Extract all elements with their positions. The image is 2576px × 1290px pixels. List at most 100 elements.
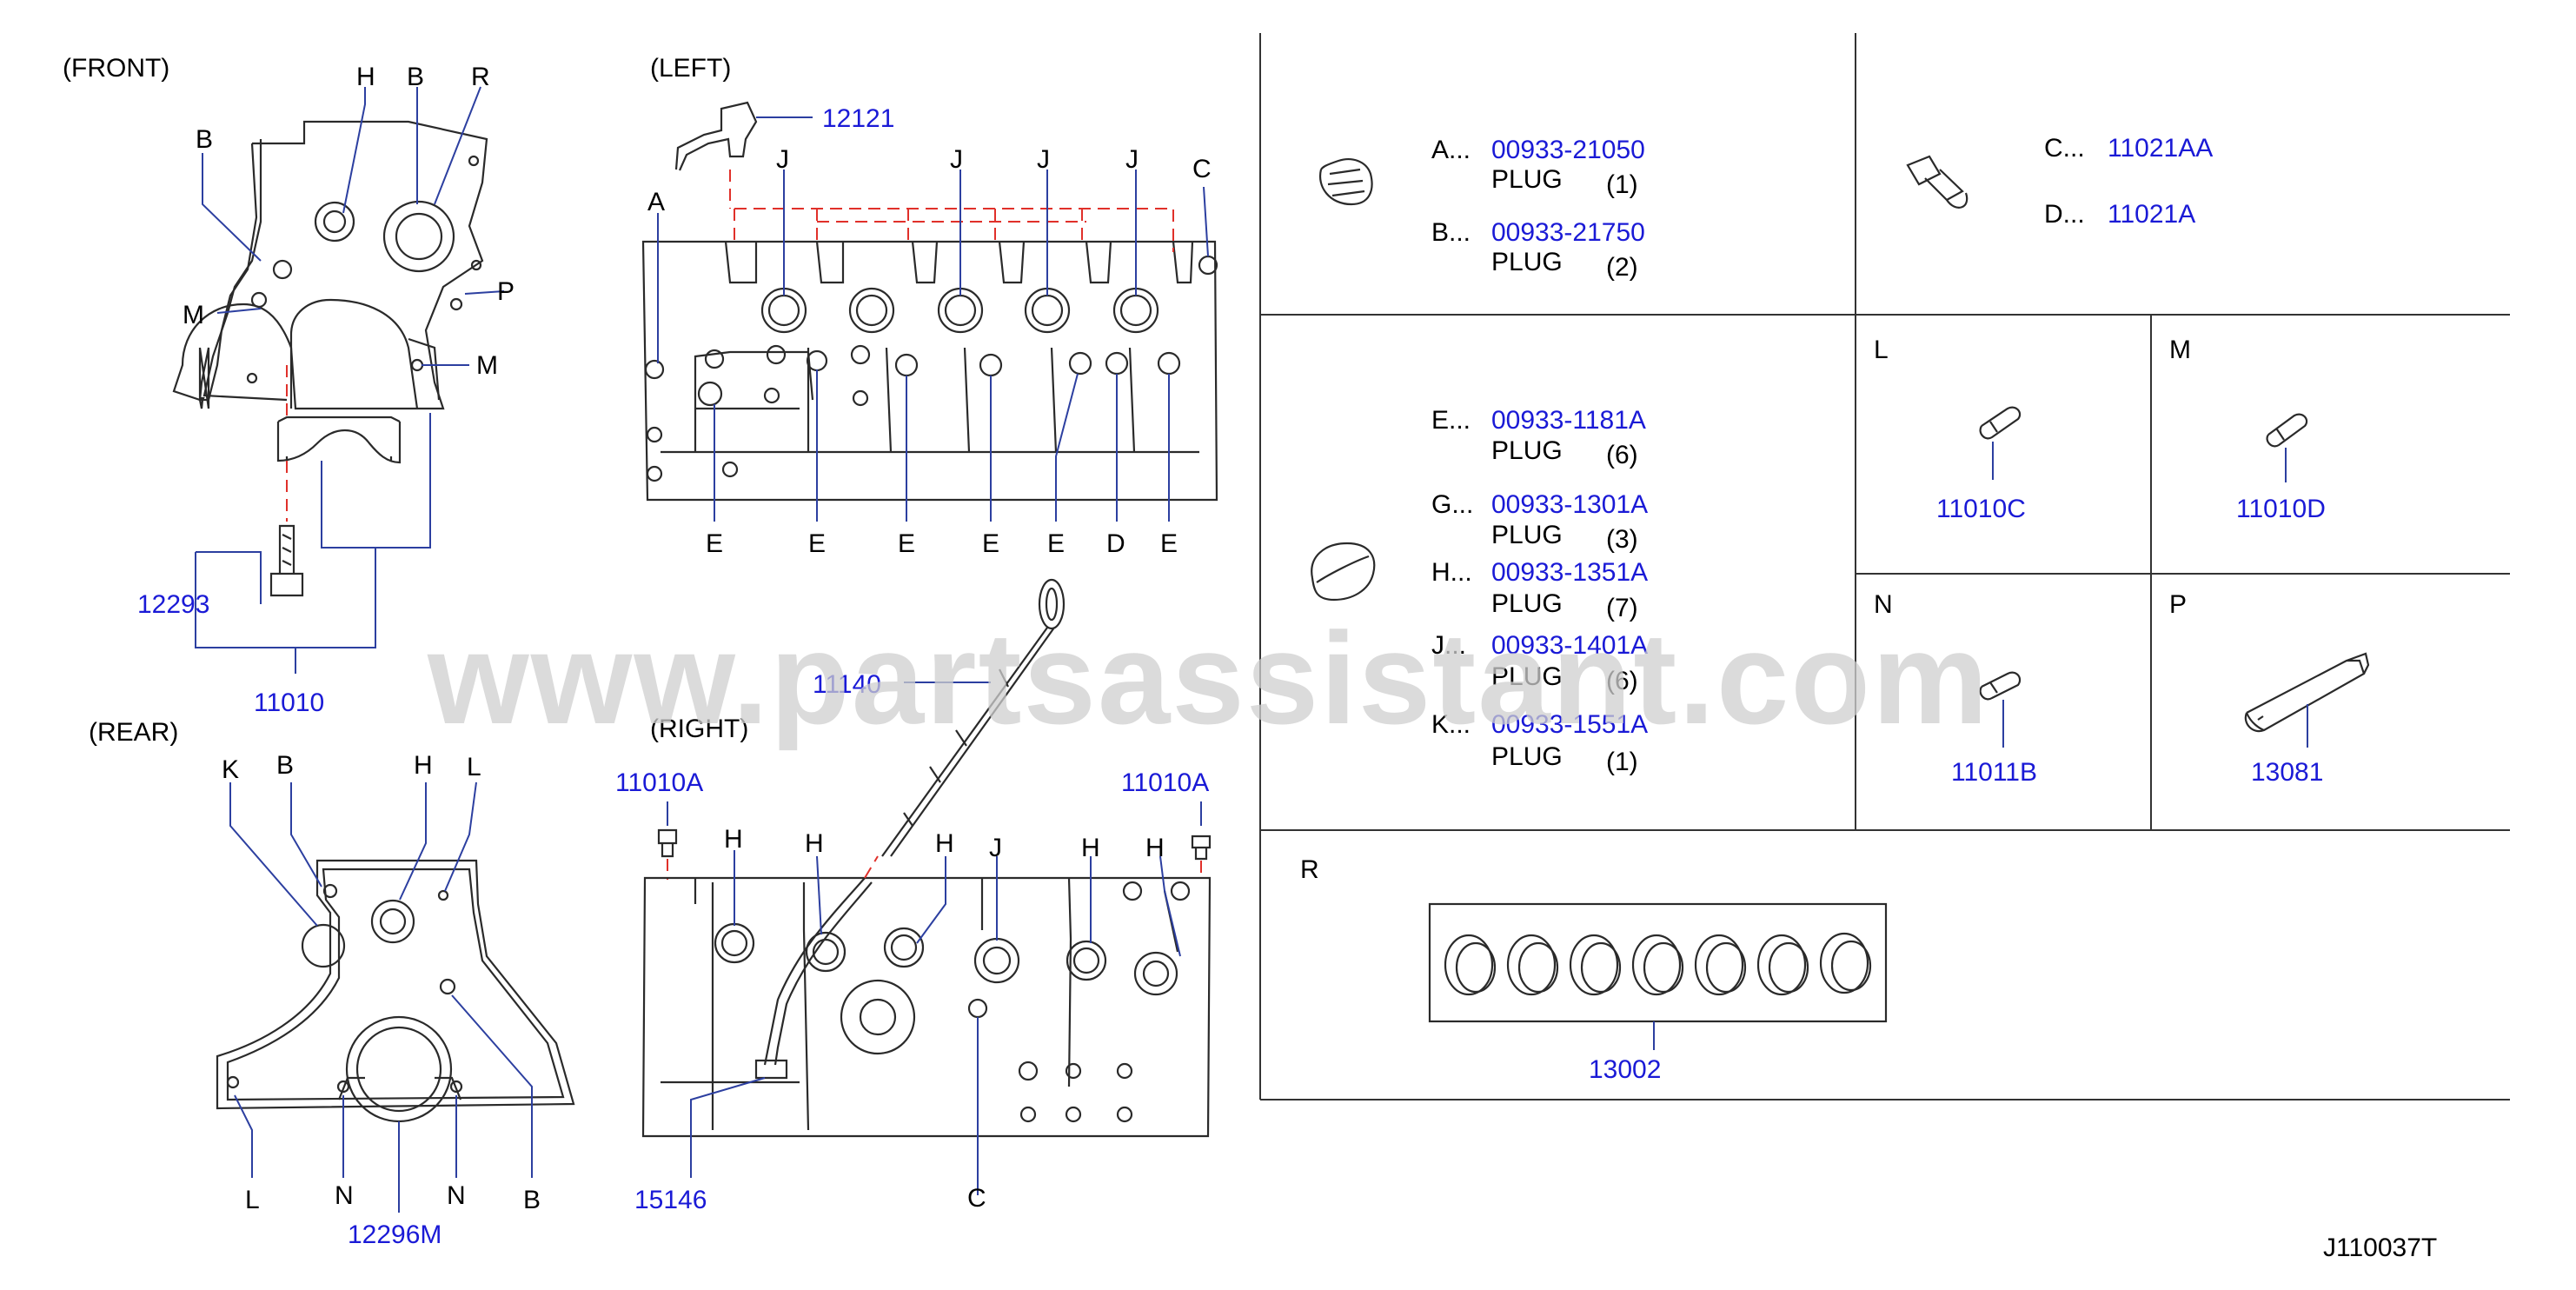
legend-prefix-E: E... [1431, 406, 1471, 435]
plug-ek-icon [1311, 542, 1376, 602]
legend-qty-H: (7) [1606, 594, 1638, 622]
legend-prefix-K: K... [1431, 710, 1471, 739]
legend-part-11010D[interactable]: 11010D [2236, 495, 2326, 523]
legend-part-00933-1551A[interactable]: 00933-1551A [1491, 710, 1648, 739]
left-letter-E-6: E [1160, 529, 1178, 558]
left-letter-E-1: E [706, 529, 723, 558]
legend-part-00933-21750[interactable]: 00933-21750 [1491, 218, 1645, 247]
left-letter-J-3: J [1037, 145, 1050, 174]
legend-letter-R: R [1300, 855, 1319, 884]
part-number-12296M[interactable]: 12296M [348, 1220, 442, 1249]
part-number-11140[interactable]: 11140 [813, 670, 881, 699]
pin-P-icon [2244, 652, 2370, 733]
rear-letter-N-left: N [335, 1181, 354, 1210]
legend-part-11021A[interactable]: 11021A [2108, 200, 2195, 229]
rear-letter-K: K [222, 755, 239, 784]
left-letter-E-3: E [898, 529, 915, 558]
left-letter-D: D [1106, 529, 1125, 558]
right-letter-H-1: H [724, 825, 743, 854]
front-letter-P: P [497, 277, 515, 306]
legend-prefix-D: D... [2044, 200, 2085, 229]
bearing-set-box [1428, 902, 1888, 1023]
legend-name-K: PLUG [1491, 742, 1563, 771]
legend-part-13081[interactable]: 13081 [2251, 758, 2323, 787]
rear-letter-L-bottom: L [245, 1186, 260, 1214]
legend-part-00933-1181A[interactable]: 00933-1181A [1491, 406, 1646, 435]
front-letter-B-left: B [196, 125, 213, 154]
legend-name-H: PLUG [1491, 589, 1563, 618]
legend-part-00933-1301A[interactable]: 00933-1301A [1491, 490, 1648, 519]
plug-ab-icon [1318, 158, 1373, 206]
part-number-12121[interactable]: 12121 [822, 104, 894, 133]
dipstick-group: 11140 [813, 578, 1066, 857]
front-letter-R: R [471, 63, 490, 91]
front-letter-H: H [356, 63, 375, 91]
legend-prefix-A: A... [1431, 136, 1471, 164]
right-letter-H-2: H [805, 829, 824, 858]
front-view: (FRONT) H B R [63, 54, 515, 717]
right-view: (RIGHT) 11010A 11010A [615, 715, 1212, 1214]
left-letter-E-2: E [808, 529, 826, 558]
right-letter-H-4: H [1081, 834, 1100, 862]
legend-cell-P: P 13081 [2169, 590, 2370, 787]
legend-name-A: PLUG [1491, 165, 1563, 194]
rear-plate-drawing [216, 859, 575, 1110]
legend-part-00933-21050[interactable]: 00933-21050 [1491, 136, 1645, 164]
legend-qty-K: (1) [1606, 748, 1638, 776]
legend-part-11021AA[interactable]: 11021AA [2108, 134, 2213, 163]
diagram-code: J110037T [2323, 1233, 2437, 1262]
right-bolt-left-drawing [657, 828, 678, 858]
legend-letter-L: L [1874, 336, 1889, 364]
part-number-11010A-left[interactable]: 11010A [615, 768, 703, 797]
legend-qty-E: (6) [1606, 441, 1638, 469]
rear-letter-L-top: L [467, 753, 481, 781]
legend-prefix-B: B... [1431, 218, 1471, 247]
legend-qty-G: (3) [1606, 525, 1638, 554]
legend-cell-ab: A... 00933-21050 PLUG (1) B... 00933-217… [1318, 136, 1645, 282]
dipstick-drawing [881, 627, 1055, 857]
front-letter-M-left: M [183, 301, 204, 329]
part-number-11010A-right[interactable]: 11010A [1121, 768, 1209, 797]
legend-part-11010C[interactable]: 11010C [1936, 495, 2026, 523]
legend-letter-P: P [2169, 590, 2187, 619]
legend-cell-cd: C... 11021AA D... 11021A [1906, 134, 2213, 229]
left-letter-J-1: J [776, 145, 789, 174]
legend-letter-N: N [1874, 590, 1893, 619]
right-letter-J: J [989, 834, 1002, 862]
left-block-drawing [641, 240, 1218, 502]
legend-cell-L: L 11010C [1874, 336, 2026, 523]
left-letter-E-4: E [982, 529, 999, 558]
legend-prefix-C: C... [2044, 134, 2085, 163]
right-block-drawing [641, 876, 1212, 1138]
right-letter-C: C [967, 1184, 986, 1213]
right-bolt-right-drawing [1191, 835, 1212, 861]
legend-cell-ek: E... 00933-1181A PLUG (6) G... 00933-130… [1311, 406, 1648, 776]
watermark: www.partsassistant.com [427, 605, 1989, 751]
part-number-12293[interactable]: 12293 [137, 590, 209, 619]
rear-letter-B-top: B [276, 751, 294, 780]
legend-part-11011B[interactable]: 11011B [1951, 758, 2037, 787]
legend-letter-M: M [2169, 336, 2191, 364]
front-oil-pan-drawing [276, 416, 402, 464]
dowel-N-icon [1979, 671, 2022, 701]
part-number-15146[interactable]: 15146 [634, 1186, 707, 1214]
legend-part-00933-1401A[interactable]: 00933-1401A [1491, 631, 1648, 660]
legend-cell-N: N 11011B [1874, 590, 2037, 787]
sensor-12121-drawing [674, 101, 758, 171]
rear-view-title: (REAR) [89, 718, 178, 747]
part-number-11010[interactable]: 11010 [254, 688, 324, 717]
right-view-title: (RIGHT) [650, 715, 748, 743]
front-bolt-drawing [269, 524, 304, 597]
legend-part-00933-1351A[interactable]: 00933-1351A [1491, 558, 1648, 587]
legend-name-G: PLUG [1491, 521, 1563, 549]
left-letter-J-4: J [1125, 145, 1139, 174]
legend-prefix-J: J... [1431, 631, 1466, 660]
legend-name-J: PLUG [1491, 662, 1563, 691]
legend-part-13002[interactable]: 13002 [1589, 1055, 1661, 1084]
legend-qty-A: (1) [1606, 170, 1638, 199]
dipstick-tube-drawing [754, 877, 873, 1080]
legend-name-E: PLUG [1491, 436, 1563, 465]
legend-cell-R: R 13002 [1300, 855, 1888, 1084]
legend-table: A... 00933-21050 PLUG (1) B... 00933-217… [1259, 33, 2510, 1100]
